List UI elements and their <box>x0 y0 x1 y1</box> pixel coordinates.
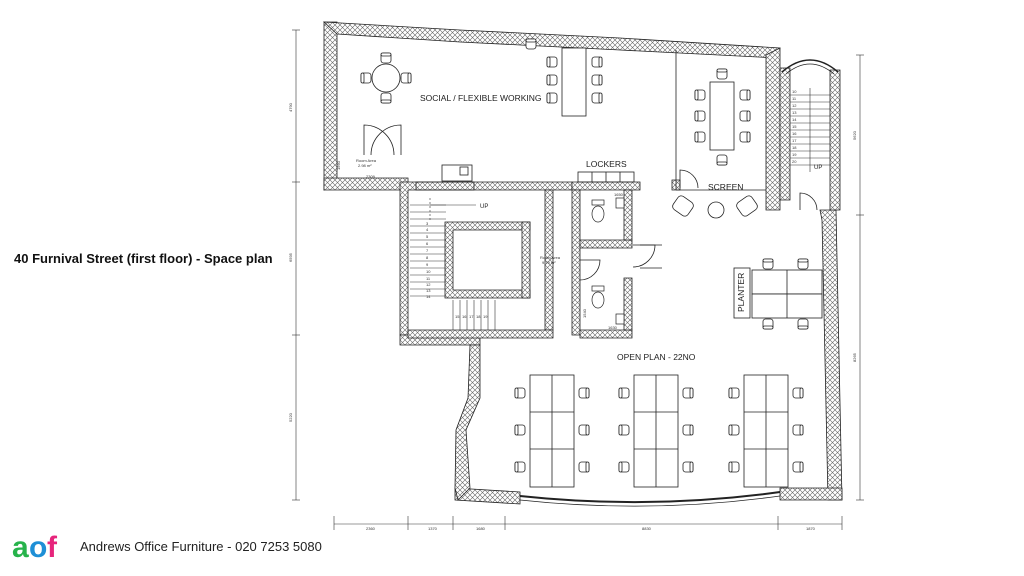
dim-bottom-3: 1680 <box>476 526 486 531</box>
meeting-table-screen <box>694 68 751 166</box>
left-staircase <box>410 198 496 330</box>
stair-num: 9 <box>426 262 429 267</box>
aof-logo: a o f <box>12 531 58 563</box>
svg-text:o: o <box>29 531 47 563</box>
room-area-label-1: Room Area <box>356 158 377 163</box>
room-area-value-1: 2.98 m² <box>358 163 372 168</box>
wc-fixtures <box>591 197 625 325</box>
stair-up-label-2: UP <box>814 165 822 171</box>
stair-num: 16 <box>462 314 467 319</box>
stair-num: 3 <box>426 221 429 226</box>
dim-left-2: 6595 <box>288 252 293 262</box>
stair-num: 14 <box>792 117 797 122</box>
dim-right-1: 5620 <box>852 130 857 140</box>
stair-num: 18 <box>476 314 481 319</box>
dim-misc-5: 1630 <box>608 325 618 330</box>
stair-num: 15 <box>792 124 797 129</box>
walls <box>322 21 843 505</box>
dim-left-1: 4790 <box>288 102 293 112</box>
stair-num: 4 <box>426 227 429 232</box>
dim-bottom-4: 8830 <box>642 526 652 531</box>
dim-bottom-2: 1370 <box>428 526 438 531</box>
stair-num: 10 <box>426 269 431 274</box>
stair-num: 20 <box>792 159 797 164</box>
room-label-open-plan: OPEN PLAN - 22NO <box>617 352 696 362</box>
room-label-planter: PLANTER <box>736 273 746 312</box>
room-label-screen: SCREEN <box>708 182 743 192</box>
planter-desks <box>733 258 823 330</box>
dim-misc-1: 2309 <box>366 174 376 179</box>
svg-text:f: f <box>47 531 58 563</box>
bottom-glazing <box>519 491 781 504</box>
long-table-social <box>525 38 603 117</box>
stair-num: 7 <box>426 248 429 253</box>
stair-num: 11 <box>792 96 797 101</box>
stair-num: 11 <box>426 276 431 281</box>
desk-cluster-1 <box>514 374 590 488</box>
room-label-lockers: LOCKERS <box>586 159 627 169</box>
stair-num: 12 <box>792 103 797 108</box>
dim-right-2: 8265 <box>852 352 857 362</box>
dim-misc-2: 1560 <box>336 160 341 170</box>
stair-num: 15 <box>455 314 460 319</box>
stair-numbers-left: 3 4 5 6 7 8 9 10 11 12 13 14 <box>426 221 431 299</box>
stair-num: 14 <box>426 294 431 299</box>
desk-cluster-3 <box>728 374 804 488</box>
lounge-chairs <box>672 195 758 219</box>
stair-num: 19 <box>792 152 797 157</box>
room-label-social: SOCIAL / FLEXIBLE WORKING <box>420 93 542 103</box>
dim-bottom-1: 2360 <box>366 526 376 531</box>
doors <box>363 124 818 281</box>
stair-numbers-bottom: 15 16 17 18 19 <box>455 314 488 319</box>
room-area-label-2: Room Area <box>540 255 561 260</box>
stair-num: 6 <box>426 241 429 246</box>
stair-num: 13 <box>792 110 797 115</box>
stair-num: 8 <box>426 255 429 260</box>
page-title: 40 Furnival Street (first floor) - Space… <box>14 251 273 266</box>
stair-num: 17 <box>469 314 474 319</box>
stair-up-label-1: UP <box>480 204 488 210</box>
dim-misc-4: 1650 <box>614 192 624 197</box>
stair-num: 10 <box>792 89 797 94</box>
stair-num: 17 <box>792 138 797 143</box>
round-table-social <box>360 52 412 104</box>
desk-cluster-2 <box>618 374 694 488</box>
stair-num: 16 <box>792 131 797 136</box>
right-staircase <box>790 88 830 172</box>
stair-num: 5 <box>426 234 429 239</box>
room-area-value-2: 9.79 m² <box>542 260 556 265</box>
svg-text:a: a <box>12 531 29 563</box>
stair-numbers-right: 10 11 12 13 14 15 16 17 18 19 20 <box>792 89 797 164</box>
dim-left-3: 5220 <box>288 412 293 422</box>
stair-num: 13 <box>426 288 431 293</box>
stair-num: 12 <box>426 282 431 287</box>
dim-misc-3: 1540 <box>582 308 587 318</box>
stair-num: 18 <box>792 145 797 150</box>
dimension-lines <box>292 29 864 530</box>
dim-bottom-5: 1870 <box>806 526 816 531</box>
footer-company: Andrews Office Furniture - 020 7253 5080 <box>80 539 322 554</box>
stair-num: 19 <box>483 314 488 319</box>
